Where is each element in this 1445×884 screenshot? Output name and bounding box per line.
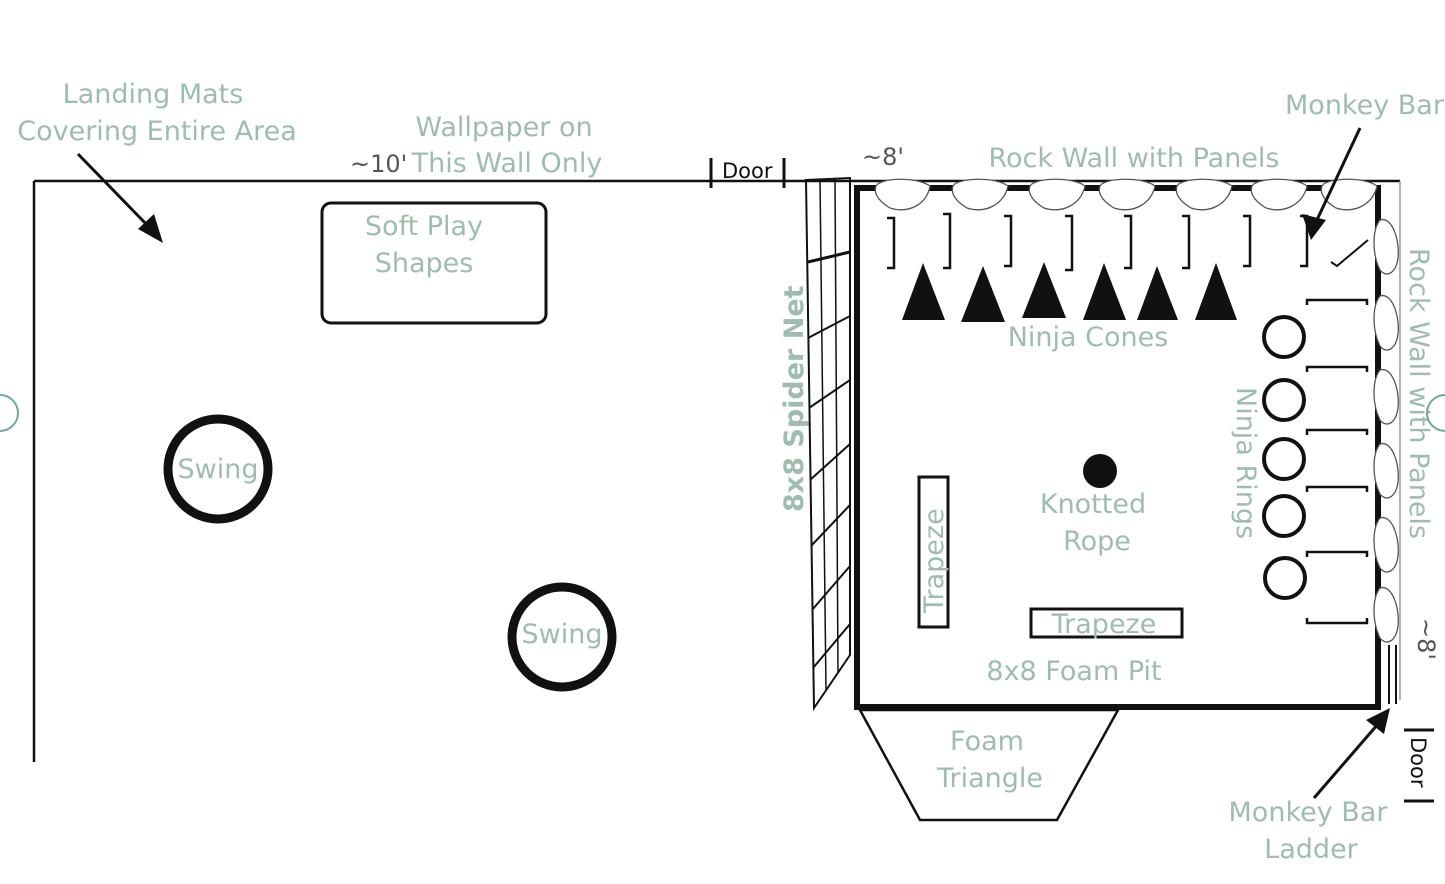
monkey-bar-ladder-label-line2: Ladder [1264, 834, 1358, 865]
swing-2 [507, 582, 617, 692]
left-edge-marker [0, 394, 19, 432]
foam-triangle [857, 708, 1121, 822]
spider-net [804, 176, 851, 712]
soft-play-label-line1: Soft Play [365, 211, 483, 242]
rock-wall-top [874, 178, 1378, 211]
rock-wall-right-label: Rock Wall with Panels [1403, 248, 1434, 539]
foam-pit-label: 8x8 Foam Pit [986, 656, 1161, 687]
spider-net-label: 8x8 Spider Net [779, 285, 810, 512]
dimension-10ft-label: ~10' [350, 150, 407, 178]
top-door [709, 158, 786, 188]
left-room-walls [32, 179, 1400, 762]
right-door [1404, 728, 1434, 803]
right-edge-marker [1426, 394, 1445, 432]
top-door-label: Door [722, 159, 773, 183]
monkey-bar-ladder-label-line1: Monkey Bar [1229, 797, 1389, 828]
rock-wall-top-label: Rock Wall with Panels [988, 143, 1279, 174]
monkey-bars-top [887, 212, 1369, 272]
ninja-rings-label: Ninja Rings [1230, 387, 1261, 539]
knotted-rope-label-line1: Knotted [1040, 489, 1146, 520]
monkey-bar-ladder-arrow [1312, 708, 1390, 799]
right-door-label: Door [1406, 737, 1430, 788]
foam-triangle-label-line1: Foam [950, 726, 1024, 757]
swing-1 [163, 414, 273, 524]
knotted-rope-label-line2: Rope [1063, 526, 1131, 557]
wallpaper-label-line2: This Wall Only [411, 148, 603, 179]
ninja-cones [902, 262, 1237, 322]
soft-play-shapes-area [320, 201, 548, 325]
monkey-bars-right [1305, 298, 1369, 625]
foam-triangle-label-line2: Triangle [936, 763, 1043, 794]
swing-1-label: Swing [178, 454, 259, 485]
landing-mats-label-line1: Landing Mats [63, 79, 244, 110]
knotted-rope [1083, 454, 1117, 488]
trapeze-vertical-label: Trapeze [919, 508, 950, 614]
trapeze-vertical [917, 475, 950, 629]
trapeze-horizontal [1029, 607, 1184, 639]
dimension-8ft-top-label: ~8' [862, 143, 904, 171]
monkey-bar-arrow [1302, 127, 1362, 240]
soft-play-label-line2: Shapes [375, 248, 474, 279]
monkey-bar-label: Monkey Bar [1285, 90, 1445, 121]
ninja-rings [1262, 315, 1307, 600]
dimension-8ft-right-label: ~8' [1412, 618, 1440, 660]
trapeze-horizontal-label: Trapeze [1051, 609, 1157, 640]
landing-mats-label-line2: Covering Entire Area [17, 116, 297, 147]
landing-mats-arrow [76, 152, 163, 243]
swing-2-label: Swing [522, 619, 603, 650]
rock-wall-right [1373, 219, 1399, 643]
wallpaper-label-line1: Wallpaper on [415, 112, 592, 143]
ninja-cones-label: Ninja Cones [1008, 322, 1169, 353]
